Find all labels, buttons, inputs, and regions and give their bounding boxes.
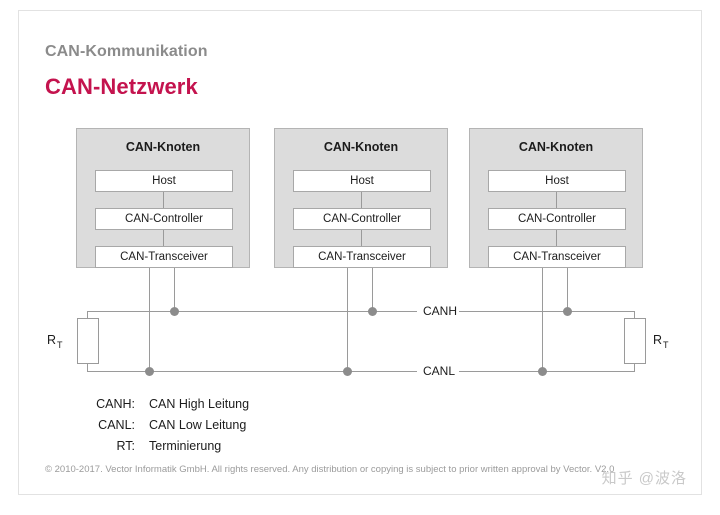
- junction-dot-canh-node-1: [170, 307, 179, 316]
- legend-key-canl: CANL:: [98, 418, 135, 432]
- left-terminator-resistor: [77, 318, 99, 364]
- can-node-2-layer-controller: CAN-Controller: [293, 208, 431, 230]
- can-node-3-layer-transceiver: CAN-Transceiver: [488, 246, 626, 268]
- right-terminator-resistor: [624, 318, 646, 364]
- can-node-2-title: CAN-Knoten: [323, 140, 399, 154]
- left-terminator-label-r: R: [47, 333, 57, 347]
- canh-bus-label: CANH: [423, 304, 458, 318]
- can-node-1-connector-controller-transceiver: [163, 230, 164, 246]
- can-node-1-drop-canh: [174, 268, 175, 312]
- left-terminator-label-sub: T: [57, 339, 63, 350]
- can-node-1-layer-transceiver: CAN-Transceiver: [95, 246, 233, 268]
- legend-key-canh: CANH:: [96, 397, 135, 411]
- can-node-3-drop-canl: [542, 268, 543, 372]
- left-terminator-label: RT: [47, 333, 63, 350]
- can-node-2-connector-controller-transceiver: [361, 230, 362, 246]
- can-node-2-layer-transceiver: CAN-Transceiver: [293, 246, 431, 268]
- can-node-3-connector-host-controller: [556, 192, 557, 208]
- right-terminator-label: RT: [653, 333, 669, 350]
- can-node-1-title: CAN-Knoten: [125, 140, 201, 154]
- can-node-3-connector-controller-transceiver: [556, 230, 557, 246]
- canh-bus-right-segment: [459, 311, 635, 312]
- canl-bus-left-segment: [87, 371, 417, 372]
- junction-dot-canl-node-2: [343, 367, 352, 376]
- can-node-1-layer-controller: CAN-Controller: [95, 208, 233, 230]
- can-node-1-connector-host-controller: [163, 192, 164, 208]
- canh-bus-left-segment: [87, 311, 417, 312]
- legend: CANH: CAN High Leitung CANL: CAN Low Lei…: [79, 397, 249, 460]
- junction-dot-canl-node-1: [145, 367, 154, 376]
- can-node-2: CAN-Knoten Host CAN-Controller CAN-Trans…: [274, 128, 448, 268]
- legend-value-canh: CAN High Leitung: [149, 397, 250, 411]
- legend-value-canl: CAN Low Leitung: [149, 418, 247, 432]
- page-title: CAN-Netzwerk: [45, 74, 198, 99]
- can-node-2-drop-canl: [347, 268, 348, 372]
- can-node-2-drop-canh: [372, 268, 373, 312]
- slide-kicker: CAN-Kommunikation: [45, 43, 208, 60]
- slide: CAN-Kommunikation CAN-Netzwerk CAN-Knote…: [18, 10, 702, 495]
- junction-dot-canh-node-3: [563, 307, 572, 316]
- can-node-1-layer-host: Host: [95, 170, 233, 192]
- watermark: 知乎 @波洛: [601, 470, 687, 487]
- legend-value-rt: Terminierung: [149, 439, 222, 453]
- can-node-1: CAN-Knoten Host CAN-Controller CAN-Trans…: [76, 128, 250, 268]
- legend-row-canl: CANL: CAN Low Leitung: [79, 418, 249, 432]
- canl-bus-label: CANL: [423, 364, 456, 378]
- can-node-2-connector-host-controller: [361, 192, 362, 208]
- legend-row-canh: CANH: CAN High Leitung: [79, 397, 249, 411]
- can-node-3-layer-controller: CAN-Controller: [488, 208, 626, 230]
- can-node-3: CAN-Knoten Host CAN-Controller CAN-Trans…: [469, 128, 643, 268]
- can-node-3-layer-host: Host: [488, 170, 626, 192]
- copyright-footer: © 2010-2017. Vector Informatik GmbH. All…: [45, 464, 615, 475]
- legend-key-rt: RT:: [116, 439, 135, 453]
- right-terminator-label-sub: T: [663, 339, 669, 350]
- can-node-3-drop-canh: [567, 268, 568, 312]
- junction-dot-canl-node-3: [538, 367, 547, 376]
- can-node-1-drop-canl: [149, 268, 150, 372]
- right-terminator-label-r: R: [653, 333, 663, 347]
- canl-bus-right-segment: [459, 371, 635, 372]
- can-network-diagram: CAN-Knoten Host CAN-Controller CAN-Trans…: [19, 11, 701, 494]
- can-node-3-title: CAN-Knoten: [518, 140, 594, 154]
- junction-dot-canh-node-2: [368, 307, 377, 316]
- can-node-2-layer-host: Host: [293, 170, 431, 192]
- legend-row-rt: RT: Terminierung: [79, 439, 249, 453]
